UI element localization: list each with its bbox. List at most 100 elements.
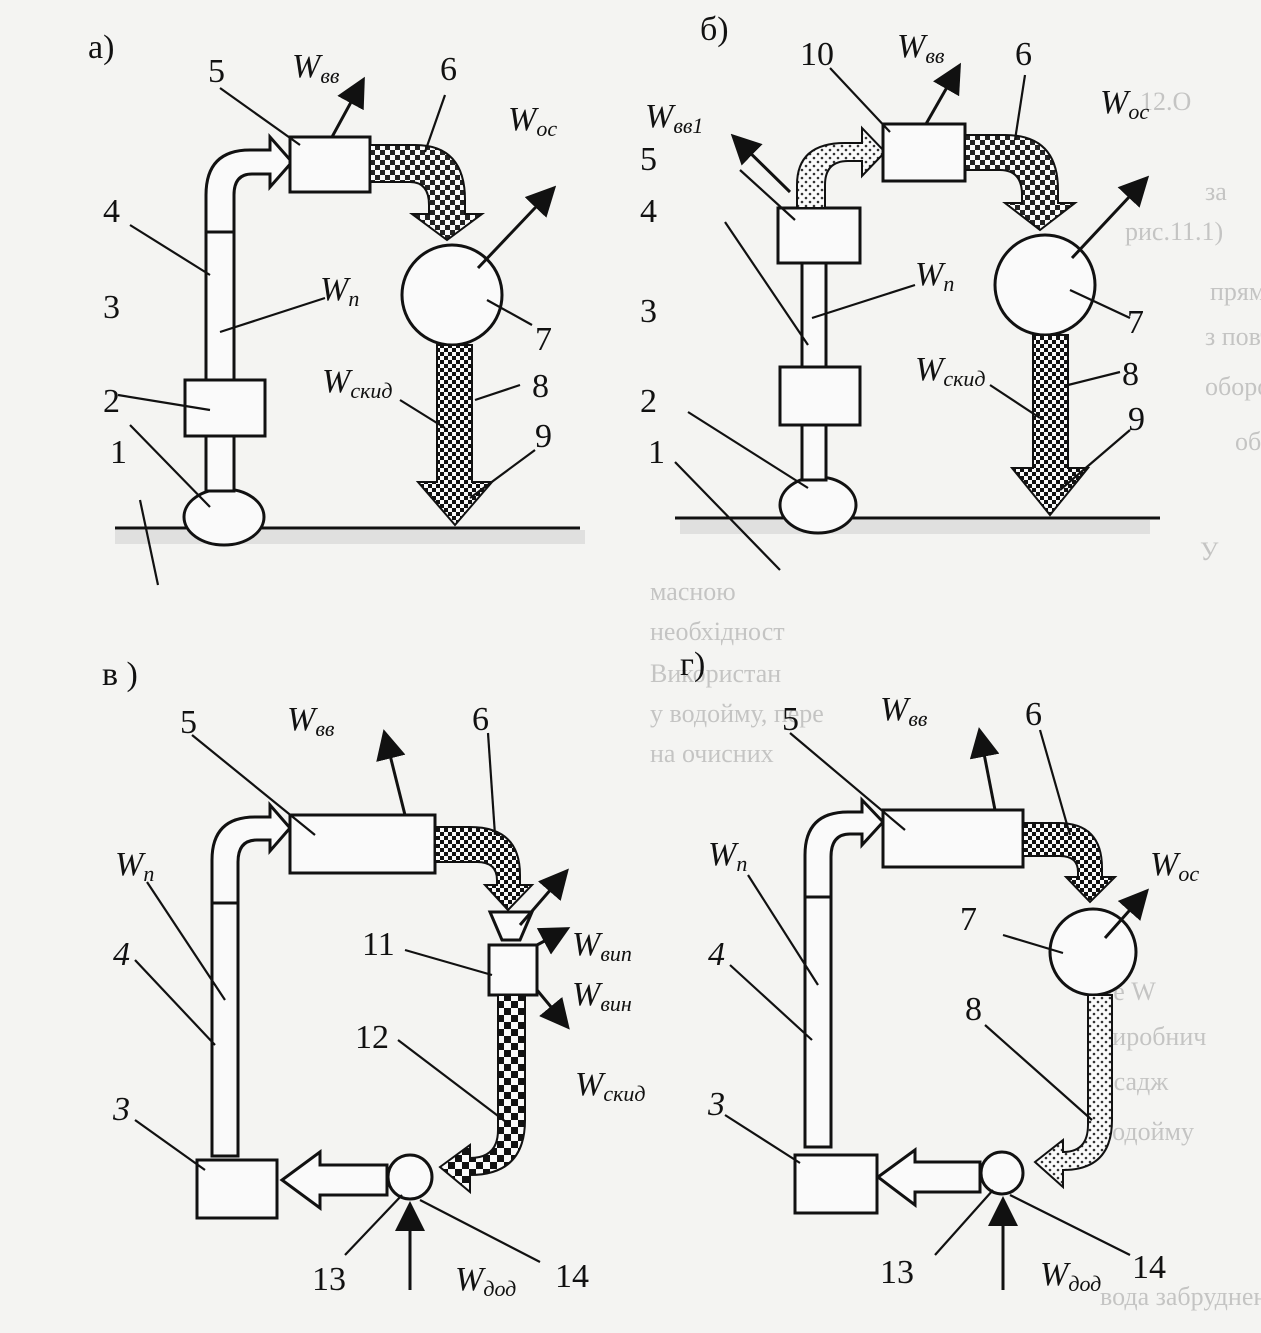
treatment-box-3 (778, 365, 862, 427)
label-14: 14 (555, 1258, 589, 1295)
label-w-vv: Wвв (292, 48, 340, 88)
label-w-vv: Wвв (880, 691, 928, 731)
water-source (182, 487, 266, 547)
leader-14 (1009, 1194, 1131, 1256)
label-w-vv: Wвв (897, 28, 945, 68)
label-1: 1 (110, 434, 127, 471)
leader-6 (1013, 74, 1027, 141)
loss-arrow-vv1 (730, 133, 792, 194)
leader-13 (934, 1189, 994, 1256)
label-4: 4 (708, 936, 725, 973)
panel-b-letter: б) (700, 11, 729, 48)
leader-3 (724, 1114, 801, 1164)
label-w-n: Wп (115, 846, 154, 886)
ground-shade (680, 520, 1150, 534)
loss-arrow-os (1103, 888, 1149, 939)
leader-5 (219, 87, 301, 146)
mixer-13 (386, 1153, 434, 1201)
label-w-dod: Wдод (455, 1261, 516, 1301)
bg-line: за (1205, 177, 1227, 206)
supply-arrow (204, 133, 294, 234)
pipe-segment (204, 434, 236, 493)
bg-line: виробнич (1100, 1022, 1206, 1051)
label-w-skyd: Wскид (322, 363, 393, 403)
supply-arrow (210, 800, 292, 905)
label-8: 8 (1122, 356, 1139, 393)
leader-4 (729, 964, 813, 1041)
loss-arrow-vv (924, 62, 961, 125)
label-w-vv1: Wвв1 (645, 98, 703, 138)
loss-arrow-vv (376, 729, 407, 816)
label-8: 8 (532, 368, 549, 405)
leader-5 (191, 734, 316, 836)
leader-wskyd (989, 384, 1041, 419)
wastewater-pipe-6 (1022, 822, 1118, 904)
label-6: 6 (1015, 36, 1032, 73)
label-w-dod: Wдод (1040, 1256, 1101, 1296)
leader-11 (404, 948, 493, 977)
wastewater-pipe-6 (434, 826, 535, 912)
label-w-os: Wос (1100, 84, 1149, 124)
leader-8 (474, 383, 521, 402)
label-3: 3 (640, 293, 657, 330)
water-source (778, 475, 858, 535)
leader-7 (1069, 289, 1131, 319)
return-pipe-8 (1033, 994, 1113, 1190)
bg-line: масною (650, 577, 736, 606)
leader-4 (129, 224, 211, 276)
leader-8 (1067, 370, 1121, 387)
label-w-vyp: Wвип (572, 926, 632, 966)
label-6: 6 (440, 51, 457, 88)
leader-wskyd (399, 399, 446, 429)
leader-10 (829, 67, 891, 133)
bg-line: на очисних (650, 739, 774, 768)
leader-wn (146, 881, 226, 1001)
leader-5 (789, 732, 906, 831)
supply-arrow (803, 796, 886, 899)
leader-1 (138, 499, 160, 586)
leader-4 (724, 221, 809, 346)
label-8: 8 (965, 991, 982, 1028)
background-page-text: 12.О за рис.11.1) прямо з повтор оборотн… (650, 87, 1261, 1311)
leader-1 (674, 461, 781, 571)
supply-pipe-4 (210, 901, 240, 1158)
return-pipe-12 (438, 994, 526, 1195)
label-7: 7 (535, 321, 552, 358)
label-6: 6 (1025, 696, 1042, 733)
panel-v: в ) 5 6 (102, 656, 646, 1301)
label-w-vv: Wвв (287, 701, 335, 741)
label-w-os: Wос (508, 101, 557, 141)
label-3: 3 (707, 1086, 725, 1123)
panel-v-letter: в ) (102, 656, 138, 693)
label-1: 1 (648, 434, 665, 471)
loss-arrow-up (518, 868, 569, 926)
pipe-segment (800, 423, 828, 482)
return-arrow (875, 1147, 982, 1209)
treatment-box-3 (793, 1153, 879, 1215)
label-14: 14 (1132, 1249, 1166, 1286)
label-9: 9 (1128, 401, 1145, 438)
bg-line: необхідност (650, 617, 785, 646)
leader-9 (1059, 429, 1131, 491)
leader-5 (739, 169, 796, 221)
label-6: 6 (472, 701, 489, 738)
ground-shade (115, 530, 585, 544)
label-2: 2 (103, 383, 120, 420)
leader-14 (419, 1199, 541, 1263)
label-5: 5 (640, 141, 657, 178)
label-13: 13 (312, 1261, 346, 1298)
label-7: 7 (1127, 304, 1144, 341)
leader-3 (117, 393, 211, 412)
bg-line: вода забруднене (1100, 1282, 1261, 1311)
leader-wn (219, 296, 326, 334)
leader-7 (486, 299, 533, 326)
leader-8 (984, 1024, 1093, 1121)
label-3: 3 (112, 1091, 130, 1128)
label-11: 11 (362, 926, 395, 963)
panel-g-letter: г) (680, 646, 705, 683)
leader-6 (1038, 729, 1072, 836)
panel-a: а) 4 3 (88, 29, 585, 586)
production-box-5 (288, 813, 437, 875)
label-4: 4 (113, 936, 130, 973)
